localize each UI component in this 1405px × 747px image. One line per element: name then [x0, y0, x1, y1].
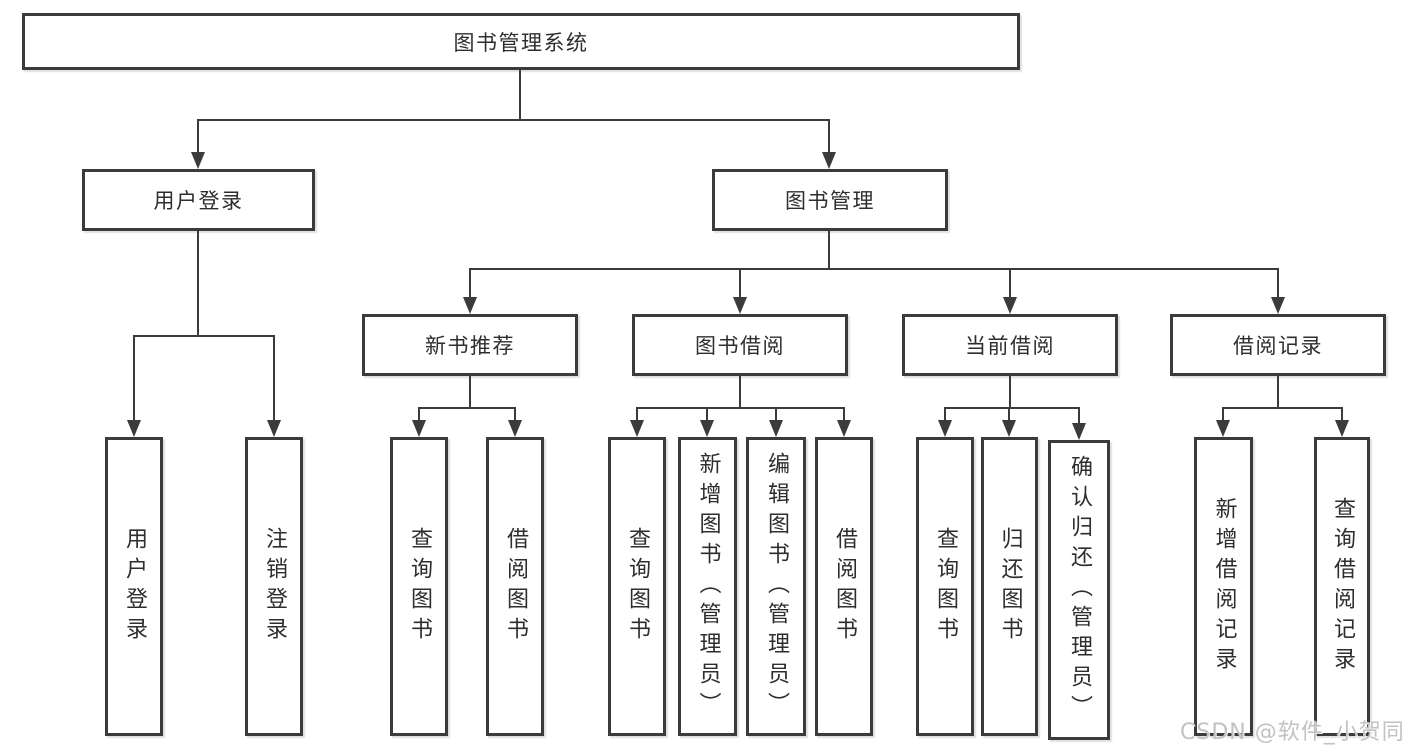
node-book-management-label: 图书管理: [785, 189, 875, 213]
leaf-return-book-label: 归还图书: [997, 526, 1023, 647]
connector-leaf-stem: [418, 407, 420, 421]
connector-l3-stem: [739, 268, 741, 298]
arrow-down-icon: [1072, 423, 1086, 440]
arrow-down-icon: [508, 420, 522, 437]
connector-leaf-stem: [514, 407, 516, 421]
leaf-confirm-return-admin: 确认归还（管理员）: [1048, 440, 1110, 740]
leaf-query-borrow-record-label: 查询借阅记录: [1330, 496, 1355, 677]
arrow-down-icon: [630, 420, 644, 437]
node-new-book-recommend: 新书推荐: [362, 314, 578, 376]
connector-leaf-stem: [1222, 407, 1224, 421]
connector-current-rail: [944, 407, 1080, 409]
connector-l3-stem: [1277, 268, 1279, 298]
leaf-user-login-label: 用户登录: [122, 526, 147, 647]
connector-book-mgmt-stem: [828, 119, 830, 153]
leaf-borrow-books-label: 借阅图书: [832, 526, 857, 647]
leaf-add-borrow-record: 新增借阅记录: [1194, 437, 1253, 736]
arrow-down-icon: [1003, 297, 1017, 314]
arrow-down-icon: [837, 420, 851, 437]
arrow-down-icon: [267, 420, 281, 437]
leaf-query-books-recommend: 查询图书: [390, 437, 448, 736]
node-library-system-label: 图书管理系统: [453, 30, 589, 55]
node-borrow-records: 借阅记录: [1170, 314, 1386, 376]
node-user-login: 用户登录: [82, 169, 315, 231]
arrow-down-icon: [938, 420, 952, 437]
node-book-borrow-label: 图书借阅: [695, 334, 785, 358]
leaf-borrow-books-recommend: 借阅图书: [486, 437, 544, 736]
connector-leaf-stem: [133, 335, 135, 421]
connector-leaf-stem: [706, 407, 708, 421]
leaf-logout-label: 注销登录: [262, 526, 287, 647]
leaf-user-login: 用户登录: [105, 437, 163, 736]
connector-user-login-rail: [133, 335, 275, 337]
leaf-add-book-admin-label: 新增图书（管理员）: [695, 451, 721, 722]
arrow-down-icon: [412, 420, 426, 437]
arrow-down-icon: [463, 297, 477, 314]
connector-l3-stem: [469, 268, 471, 298]
connector-root-rail: [197, 119, 830, 121]
leaf-borrow-books: 借阅图书: [815, 437, 873, 736]
connector-leaf-stem: [636, 407, 638, 421]
connector-recommend-rail: [418, 407, 516, 409]
arrow-down-icon: [1216, 420, 1230, 437]
leaf-confirm-return-admin-label: 确认归还（管理员）: [1067, 455, 1092, 725]
leaf-borrow-books-recommend-label: 借阅图书: [503, 526, 528, 647]
leaf-edit-book-admin: 编辑图书（管理员）: [746, 437, 806, 736]
leaf-add-borrow-record-label: 新增借阅记录: [1211, 496, 1237, 677]
leaf-return-book: 归还图书: [981, 437, 1038, 736]
arrow-down-icon: [822, 152, 836, 169]
connector-leaf-stem: [1078, 407, 1080, 424]
arrow-down-icon: [733, 297, 747, 314]
connector-leaf-stem: [843, 407, 845, 421]
node-current-borrow: 当前借阅: [902, 314, 1118, 376]
connector-leaf-stem: [944, 407, 946, 421]
connector-current-down: [1009, 376, 1011, 409]
arrow-down-icon: [769, 420, 783, 437]
connector-l3-stem: [1009, 268, 1011, 298]
connector-leaf-stem: [1341, 407, 1343, 421]
node-new-book-recommend-label: 新书推荐: [425, 334, 515, 358]
node-borrow-records-label: 借阅记录: [1233, 334, 1323, 358]
connector-records-rail: [1223, 407, 1343, 409]
arrow-down-icon: [1335, 420, 1349, 437]
connector-user-login-down: [197, 231, 199, 337]
connector-root-stem: [519, 70, 521, 119]
leaf-query-books-current: 查询图书: [916, 437, 974, 736]
leaf-query-books-recommend-label: 查询图书: [407, 526, 432, 647]
arrow-down-icon: [127, 420, 141, 437]
connector-recommend-down: [469, 376, 471, 409]
arrow-down-icon: [191, 152, 205, 169]
connector-leaf-stem: [273, 335, 275, 421]
leaf-query-books-borrow-label: 查询图书: [625, 526, 650, 647]
node-book-borrow: 图书借阅: [632, 314, 848, 376]
node-library-system: 图书管理系统: [22, 13, 1020, 70]
connector-borrow-rail: [636, 407, 845, 409]
leaf-add-book-admin: 新增图书（管理员）: [678, 437, 737, 736]
leaf-query-borrow-record: 查询借阅记录: [1314, 437, 1370, 736]
connector-leaf-stem: [775, 407, 777, 421]
leaf-logout: 注销登录: [245, 437, 303, 736]
leaf-query-books-current-label: 查询图书: [933, 526, 958, 647]
connector-leaf-stem: [1008, 407, 1010, 421]
arrow-down-icon: [1002, 420, 1016, 437]
connector-records-down: [1277, 376, 1279, 409]
node-book-management: 图书管理: [712, 169, 948, 231]
csdn-watermark: CSDN @软件_小贺同学: [1180, 720, 1405, 745]
leaf-edit-book-admin-label: 编辑图书（管理员）: [764, 451, 789, 722]
leaf-query-books-borrow: 查询图书: [608, 437, 666, 736]
node-user-login-label: 用户登录: [153, 189, 244, 213]
arrow-down-icon: [700, 420, 714, 437]
arrow-down-icon: [1271, 297, 1285, 314]
connector-borrow-down: [739, 376, 741, 409]
connector-book-mgmt-rail: [469, 268, 1279, 270]
connector-book-mgmt-down: [828, 231, 830, 270]
node-current-borrow-label: 当前借阅: [965, 334, 1055, 358]
connector-user-login-stem: [197, 119, 199, 153]
